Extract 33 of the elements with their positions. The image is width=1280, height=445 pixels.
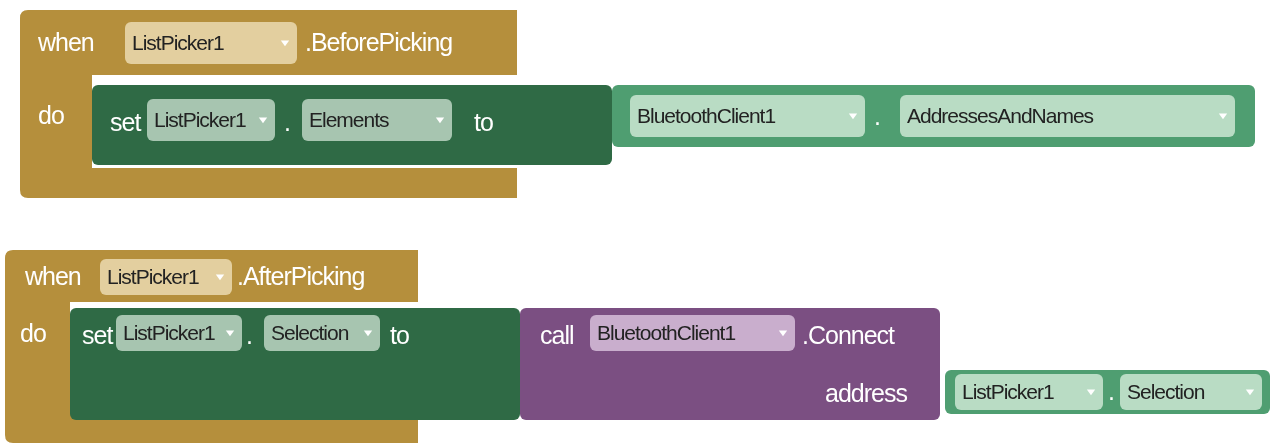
block-label: . — [284, 107, 290, 137]
block-label: set — [82, 320, 113, 350]
code-block — [612, 85, 1255, 147]
block-label: . — [874, 101, 880, 131]
block-label: when — [38, 27, 94, 57]
block-label: . — [246, 320, 252, 350]
dropdown-field: BluetoothClient1 — [590, 315, 795, 351]
block-label: call — [540, 320, 574, 350]
block-label: . — [1108, 376, 1114, 406]
dropdown-field: Selection — [1120, 374, 1262, 410]
block-label: do — [20, 318, 46, 348]
block-label: when — [25, 261, 81, 291]
dropdown-field: Selection — [264, 315, 380, 351]
block-label: to — [390, 320, 409, 350]
block-label: .AfterPicking — [237, 261, 365, 291]
code-block — [520, 308, 940, 420]
dropdown-field: ListPicker1 — [116, 315, 242, 351]
dropdown-field: ListPicker1 — [125, 22, 297, 64]
code-block — [70, 308, 520, 420]
dropdown-field: Elements — [302, 99, 452, 141]
dropdown-field: ListPicker1 — [147, 99, 275, 141]
dropdown-field: ListPicker1 — [100, 259, 232, 295]
dropdown-field: BluetoothClient1 — [630, 95, 865, 137]
block-label: set — [110, 107, 141, 137]
dropdown-field: ListPicker1 — [955, 374, 1103, 410]
block-label: .Connect — [802, 320, 895, 350]
block-label: address — [825, 378, 907, 408]
block-label: to — [474, 107, 493, 137]
code-block — [92, 85, 612, 165]
block-label: do — [38, 100, 64, 130]
block-label: .BeforePicking — [305, 27, 453, 57]
code-block — [945, 370, 1270, 414]
dropdown-field: AddressesAndNames — [900, 95, 1235, 137]
